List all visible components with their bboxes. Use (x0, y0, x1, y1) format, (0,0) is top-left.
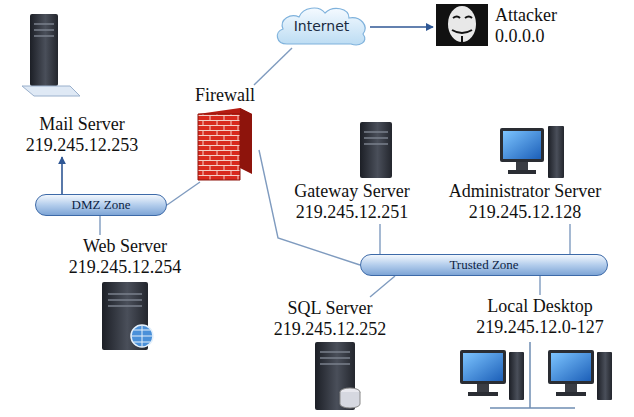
link-line (167, 182, 200, 205)
server-node: Web Server219.245.12.254 (65, 235, 186, 279)
node-label: Firewall (195, 85, 257, 106)
node-label: Web Server (68, 236, 183, 257)
zone-band: Trusted Zone (360, 254, 608, 276)
cloud-node: Internet (273, 4, 370, 48)
ip-address: 0.0.0.0 (495, 26, 559, 47)
node-label: SQL Server (273, 298, 388, 319)
node-label: Attacker (495, 5, 559, 26)
ip-address: 219.245.12.253 (25, 135, 140, 156)
node-label: Trusted Zone (449, 258, 518, 273)
server-node: Mail Server219.245.12.253 (22, 113, 143, 157)
ip-address: 219.245.12.0-127 (475, 317, 605, 338)
gateway-server-icon (360, 122, 392, 178)
ip-address: 219.245.12.251 (293, 202, 411, 223)
arrow-connector (370, 26, 433, 28)
ip-address: 219.245.12.252 (273, 319, 388, 340)
node-label: Local Desktop (475, 296, 605, 317)
administrator-icon (500, 126, 564, 178)
attacker-icon (436, 4, 488, 46)
link-line (539, 276, 540, 295)
server-node: SQL Server219.245.12.252 (270, 297, 391, 341)
ip-address: 219.245.12.254 (68, 257, 183, 278)
link-line (254, 48, 292, 85)
desktop-node: Local Desktop219.245.12.0-127 (472, 295, 608, 339)
server-node: Administrator Server219.245.12.128 (445, 180, 606, 224)
link-line (370, 276, 395, 297)
attacker-node: Attacker0.0.0.0 (433, 4, 562, 48)
link-line (379, 224, 380, 254)
server-node: Gateway Server219.245.12.251 (290, 180, 414, 224)
node-label: DMZ Zone (72, 198, 131, 213)
sql-server-icon (315, 342, 360, 410)
link-line (99, 216, 100, 235)
arrow-connector (61, 157, 63, 194)
node-label: Gateway Server (293, 181, 411, 202)
node-label: Administrator Server (448, 181, 603, 202)
web-server-icon (102, 282, 153, 350)
mail-server-icon (22, 14, 80, 96)
ip-address: 219.245.12.128 (448, 202, 603, 223)
zone-band: DMZ Zone (35, 194, 167, 216)
node-label: Internet (294, 18, 350, 34)
link-line (569, 224, 570, 254)
firewall-node: Firewall (193, 85, 259, 182)
firewall-icon (198, 108, 252, 180)
desktop-icons (460, 342, 612, 408)
node-label: Mail Server (25, 114, 140, 135)
